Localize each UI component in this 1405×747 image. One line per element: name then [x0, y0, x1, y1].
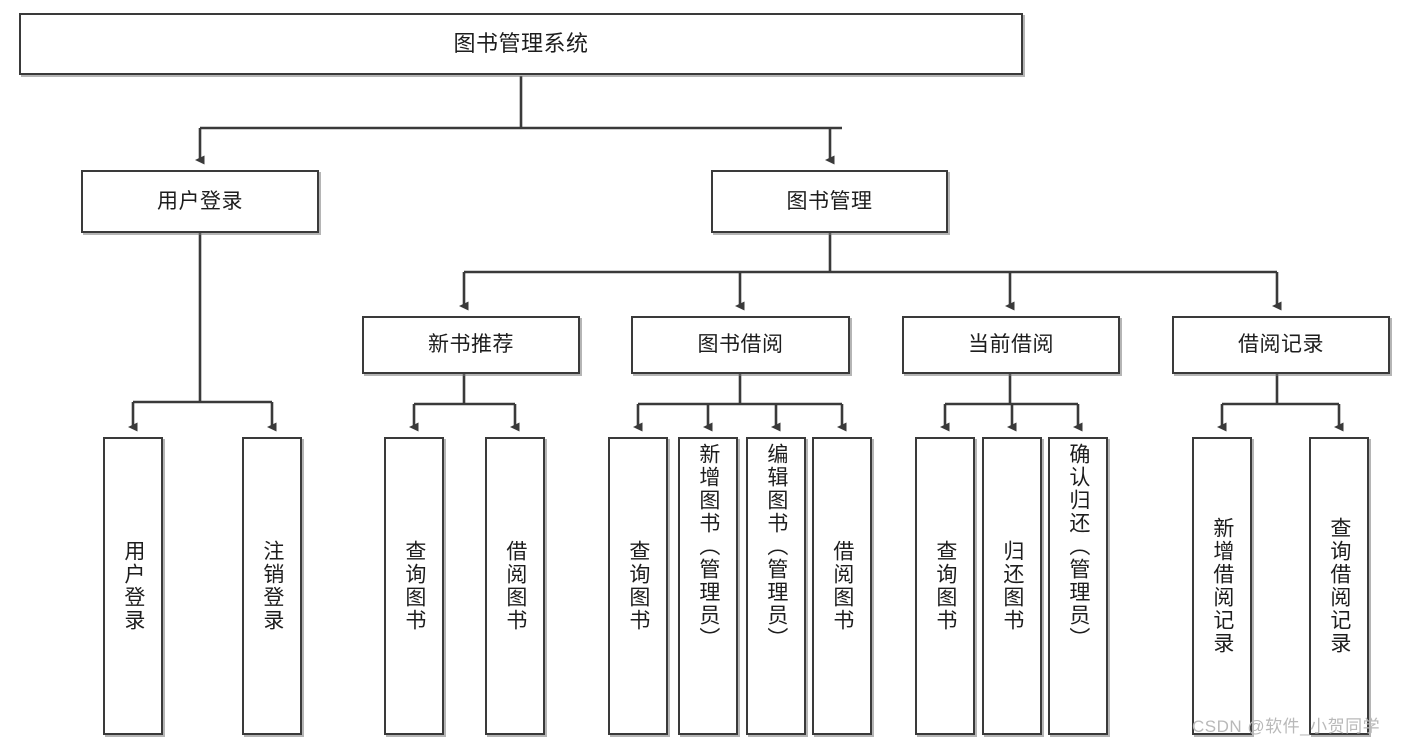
leaf-add-book-admin[interactable]: 新增图书（管理员） — [678, 437, 738, 735]
leaf-query-book-current[interactable]: 查询图书 — [915, 437, 975, 735]
node-label: 新增图书（管理员） — [696, 443, 720, 650]
node-current-borrow[interactable]: 当前借阅 — [902, 316, 1120, 374]
node-label: 查询图书 — [626, 540, 650, 632]
leaf-add-borrow-record[interactable]: 新增借阅记录 — [1192, 437, 1252, 735]
node-borrow-record[interactable]: 借阅记录 — [1172, 316, 1390, 374]
node-label: 新增借阅记录 — [1210, 517, 1234, 655]
leaf-query-book-recommend[interactable]: 查询图书 — [384, 437, 444, 735]
node-label: 图书管理 — [786, 189, 873, 213]
node-label: 注销登录 — [260, 540, 284, 632]
node-label: 借阅记录 — [1238, 333, 1324, 357]
csdn-watermark: CSDN @软件_小贺同学 — [1192, 717, 1381, 736]
node-label: 用户登录 — [121, 540, 145, 632]
node-user-login[interactable]: 用户登录 — [81, 170, 319, 233]
node-label: 借阅图书 — [503, 540, 527, 632]
node-label: 图书管理系统 — [453, 30, 589, 56]
leaf-query-book-borrow[interactable]: 查询图书 — [608, 437, 668, 735]
node-label: 新书推荐 — [428, 333, 514, 357]
leaf-user-login[interactable]: 用户登录 — [103, 437, 163, 735]
node-label: 归还图书 — [1000, 540, 1024, 632]
node-book-management[interactable]: 图书管理 — [711, 170, 948, 233]
leaf-return-book[interactable]: 归还图书 — [982, 437, 1042, 735]
node-label: 当前借阅 — [968, 333, 1054, 357]
node-label: 图书借阅 — [697, 333, 784, 357]
leaf-logout[interactable]: 注销登录 — [242, 437, 302, 735]
leaf-confirm-return-admin[interactable]: 确认归还（管理员） — [1048, 437, 1108, 735]
node-label: 查询图书 — [402, 540, 426, 632]
leaf-edit-book-admin[interactable]: 编辑图书（管理员） — [746, 437, 806, 735]
leaf-query-borrow-record[interactable]: 查询借阅记录 — [1309, 437, 1369, 735]
node-label: 编辑图书（管理员） — [764, 443, 788, 650]
leaf-borrow-book[interactable]: 借阅图书 — [812, 437, 872, 735]
leaf-borrow-book-recommend[interactable]: 借阅图书 — [485, 437, 545, 735]
node-label: 查询借阅记录 — [1327, 517, 1351, 655]
node-book-management-system[interactable]: 图书管理系统 — [19, 13, 1023, 75]
node-book-borrow[interactable]: 图书借阅 — [631, 316, 850, 374]
node-new-book-recommend[interactable]: 新书推荐 — [362, 316, 580, 374]
node-label: 用户登录 — [157, 189, 243, 213]
node-label: 查询图书 — [933, 540, 957, 632]
node-label: 确认归还（管理员） — [1066, 443, 1090, 650]
node-label: 借阅图书 — [830, 540, 854, 632]
